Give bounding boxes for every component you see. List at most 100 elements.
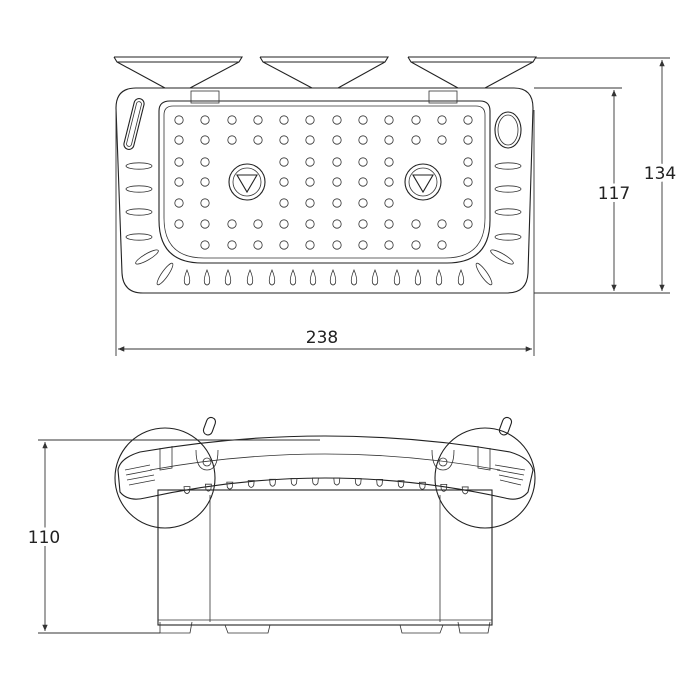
drain-hole	[411, 115, 421, 125]
drain-hole	[227, 219, 237, 229]
drain-hole	[384, 135, 394, 145]
front-vent	[226, 481, 234, 490]
drain-hole	[305, 157, 315, 167]
suction-cup	[259, 56, 389, 89]
vent-drop	[224, 269, 232, 286]
tray-outer	[158, 100, 491, 264]
drain-hole	[200, 240, 210, 250]
rim-front	[117, 435, 534, 500]
drain-hole	[411, 240, 421, 250]
drain-hole	[332, 157, 342, 167]
drain-hole	[384, 219, 394, 229]
drain-hole	[332, 240, 342, 250]
drain-hole	[463, 135, 473, 145]
dimension-label-width: 238	[306, 328, 338, 348]
vent-drop	[268, 269, 276, 286]
drain-hole	[437, 135, 447, 145]
vent-drop	[203, 269, 211, 286]
drain-hole	[279, 157, 289, 167]
drain-hole	[332, 115, 342, 125]
drain-hole	[227, 240, 237, 250]
dimension-label-total-depth: 134	[644, 164, 676, 184]
top-view	[113, 56, 537, 294]
vent-slot	[125, 162, 153, 170]
drain-hole	[384, 177, 394, 187]
drain-hole	[253, 115, 263, 125]
vent-drop	[183, 269, 191, 286]
drain-hole	[200, 219, 210, 229]
drain-hole	[332, 219, 342, 229]
drain-hole	[358, 240, 368, 250]
drain-hole	[279, 198, 289, 208]
drain-hole	[174, 177, 184, 187]
vent-slot	[475, 262, 493, 286]
drain-hole	[253, 135, 263, 145]
drain-hole	[305, 198, 315, 208]
vent-drop	[393, 269, 401, 286]
vent-drop	[435, 269, 443, 286]
drain-hole	[332, 135, 342, 145]
front-view	[114, 416, 536, 634]
front-vent	[333, 477, 341, 486]
drain-hole	[384, 240, 394, 250]
drain-hole	[463, 198, 473, 208]
vent-slot	[125, 185, 153, 193]
drain-hole	[305, 177, 315, 187]
front-vent	[290, 478, 298, 486]
drain-hole	[279, 177, 289, 187]
side-grip-lines	[124, 464, 526, 486]
front-vent	[269, 478, 277, 487]
drain-hole	[305, 115, 315, 125]
drain-hole	[437, 219, 447, 229]
drain-hole	[174, 157, 184, 167]
drain-hole	[463, 219, 473, 229]
drain-hole	[305, 219, 315, 229]
vent-drop	[371, 269, 379, 286]
drain-hole	[384, 115, 394, 125]
dimension-238: 238	[115, 110, 535, 356]
drain-hole	[174, 135, 184, 145]
suction-cups-top	[113, 56, 537, 89]
drain-hole	[174, 219, 184, 229]
front-vent	[183, 486, 191, 495]
suction-cup	[407, 56, 537, 89]
front-vents	[183, 477, 469, 495]
body-outline	[115, 87, 534, 294]
cup-tab-left	[202, 416, 217, 436]
front-vent	[461, 486, 469, 495]
vent-slot	[494, 162, 522, 170]
hanging-slot-left	[123, 98, 145, 150]
vent-slot	[125, 233, 153, 241]
basket-body	[157, 489, 493, 626]
front-vent	[418, 481, 426, 490]
vent-drop	[289, 269, 297, 286]
drain-hole	[358, 157, 368, 167]
tray-inner	[163, 105, 486, 259]
vent-slot	[494, 185, 522, 193]
vent-slot	[125, 208, 153, 216]
dimension-label-body-depth: 117	[598, 184, 630, 204]
drain-hole	[463, 177, 473, 187]
dimension-label-height: 110	[28, 528, 60, 548]
drain-hole	[332, 198, 342, 208]
drain-hole	[358, 198, 368, 208]
drain-valve-right	[404, 163, 442, 201]
dimension-134: 134	[536, 57, 679, 291]
dimension-117: 117	[534, 87, 670, 294]
drain-hole	[437, 115, 447, 125]
front-vent	[311, 477, 319, 486]
drain-hole	[463, 157, 473, 167]
drain-hole	[200, 157, 210, 167]
drain-hole	[279, 240, 289, 250]
drain-hole	[384, 157, 394, 167]
vent-drop	[350, 269, 358, 286]
vent-slot	[135, 249, 159, 265]
drain-hole	[279, 135, 289, 145]
vent-drop	[457, 269, 465, 286]
cup-tab-right	[498, 416, 513, 436]
drain-hole	[411, 135, 421, 145]
drain-holes	[174, 115, 473, 250]
vent-drop	[414, 269, 422, 286]
drain-hole	[174, 115, 184, 125]
front-vent	[397, 480, 405, 489]
